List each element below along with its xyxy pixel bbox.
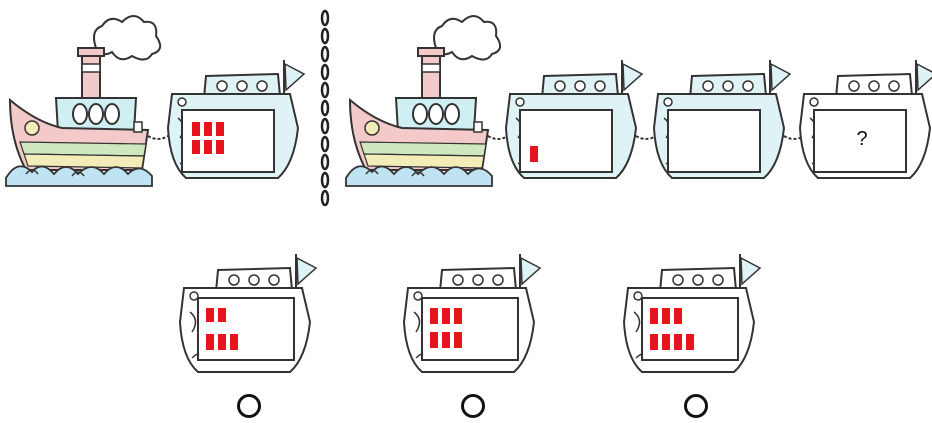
example-steam-boat-icon xyxy=(6,16,160,186)
question-wagon-2 xyxy=(654,60,790,178)
cargo-window xyxy=(668,110,760,172)
question-wagon-1 xyxy=(506,60,642,178)
block xyxy=(674,308,682,324)
cargo-window xyxy=(642,298,738,360)
block xyxy=(192,122,200,136)
question-steam-boat-icon xyxy=(346,16,500,186)
example-wagon-boat-icon xyxy=(168,60,304,178)
cargo-window xyxy=(198,298,294,360)
block xyxy=(216,140,224,154)
unknown-wagon-label: ? xyxy=(850,128,874,151)
block xyxy=(216,122,224,136)
block xyxy=(662,308,670,324)
option-2-radio[interactable] xyxy=(461,394,485,418)
block xyxy=(650,334,658,350)
cargo-window xyxy=(422,298,518,360)
option-1-radio[interactable] xyxy=(237,394,261,418)
block xyxy=(454,332,462,348)
block xyxy=(442,332,450,348)
block xyxy=(454,308,462,324)
block xyxy=(192,140,200,154)
chain-icon xyxy=(148,136,168,139)
chain-icon xyxy=(488,136,508,139)
block xyxy=(204,122,212,136)
block xyxy=(230,334,238,350)
option-3-wagon xyxy=(624,254,760,372)
block xyxy=(204,140,212,154)
block xyxy=(662,334,670,350)
block xyxy=(430,308,438,324)
divider-chain-icon xyxy=(322,11,328,205)
question-wagon-unknown xyxy=(800,60,932,178)
block xyxy=(650,308,658,324)
block xyxy=(218,308,226,322)
option-3-radio[interactable] xyxy=(684,394,708,418)
chain-icon xyxy=(636,136,656,139)
cargo-window xyxy=(520,110,612,172)
block xyxy=(430,332,438,348)
option-1-wagon xyxy=(180,254,316,372)
block xyxy=(218,334,226,350)
block xyxy=(674,334,682,350)
block xyxy=(530,146,538,162)
option-2-wagon xyxy=(404,254,540,372)
block xyxy=(686,334,694,350)
block xyxy=(442,308,450,324)
block xyxy=(206,334,214,350)
block xyxy=(206,308,214,322)
